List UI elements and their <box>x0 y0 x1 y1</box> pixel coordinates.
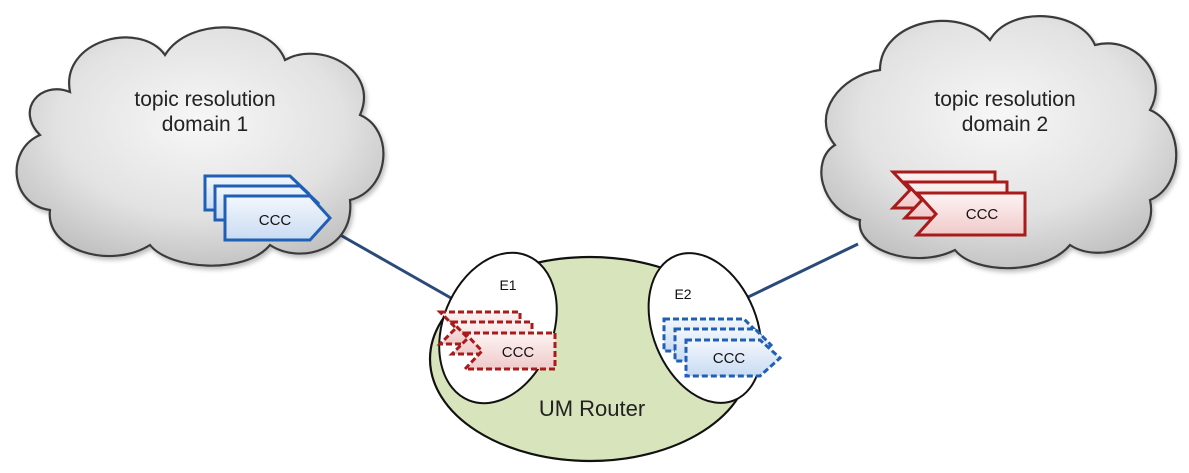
endpoint-e1: E1 CCC <box>436 251 558 405</box>
connector-e2-domain2 <box>741 242 859 302</box>
endpoint-e1-receiver-stack: CCC <box>436 310 557 371</box>
cloud-domain-1 <box>15 26 385 267</box>
endpoint-e1-ccc-label: CCC <box>502 344 535 361</box>
domain-1-source-stack: CCC <box>203 174 333 242</box>
domain-2-title-line1: topic resolution <box>934 88 1075 111</box>
endpoint-e2-label: E2 <box>674 286 691 302</box>
domain-1-title-line1: topic resolution <box>134 88 275 111</box>
connector-domain1-e1 <box>334 230 459 304</box>
endpoint-e2-source-stack: CCC <box>662 317 783 378</box>
router-label: UM Router <box>539 396 645 421</box>
domain-1-title-line2: domain 1 <box>162 113 248 136</box>
domain-2-title-line2: domain 2 <box>962 113 1048 136</box>
endpoint-e1-label: E1 <box>499 277 516 293</box>
domain-2-receiver-stack: CCC <box>889 170 1027 237</box>
endpoint-e2-ccc-label: CCC <box>713 350 746 367</box>
domain-2-ccc-label: CCC <box>966 206 999 223</box>
endpoint-e2: E2 CCC <box>647 252 783 404</box>
domain-1-ccc-label: CCC <box>259 212 292 229</box>
